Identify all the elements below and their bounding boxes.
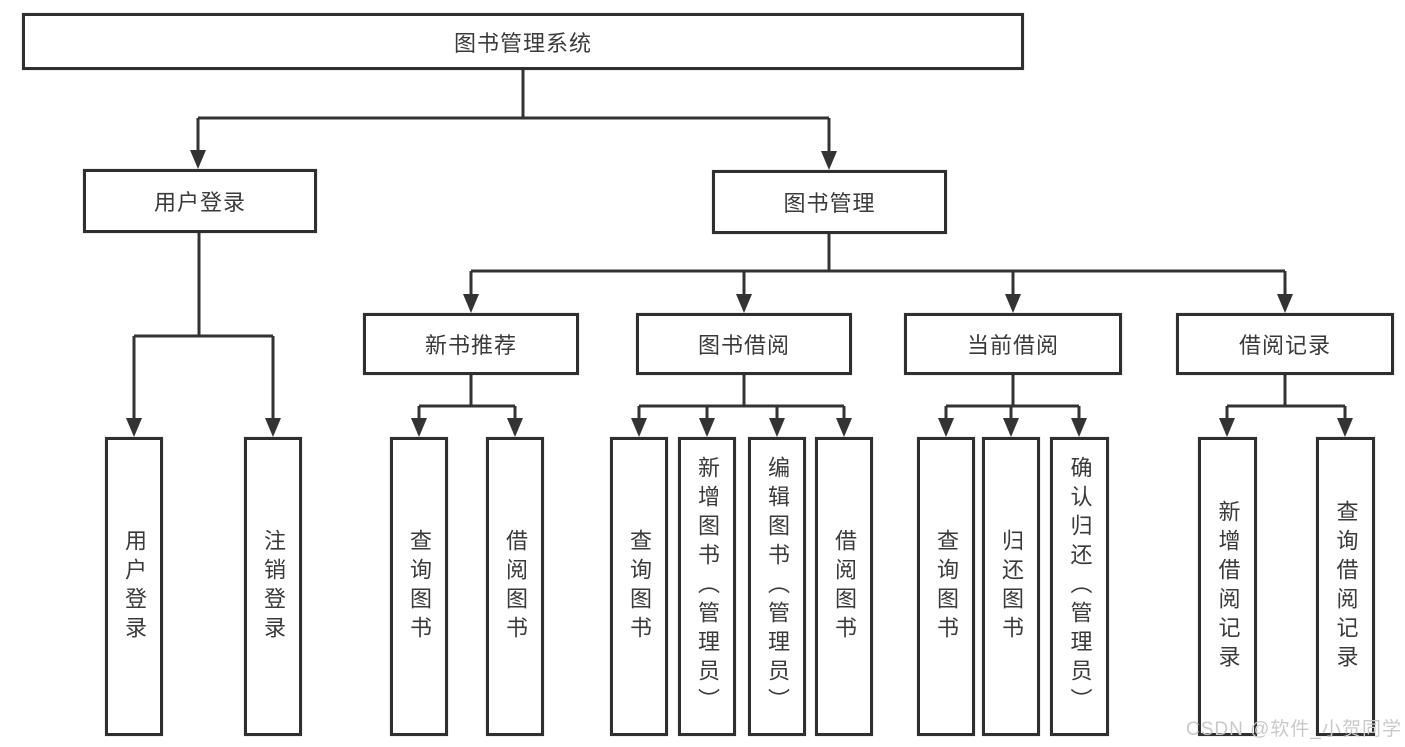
node-borrowing-records: 借阅记录 (1176, 313, 1394, 375)
arrow-down-icon (1071, 418, 1087, 437)
node-label: 查询图书 (934, 528, 959, 645)
branch-root-to-level2 (196, 70, 831, 153)
node-label: 编辑图书（管理员） (765, 456, 790, 717)
arrow-down-icon (190, 150, 206, 169)
arrow-down-icon (821, 151, 837, 170)
leaf-edit-books-admin: 编辑图书（管理员） (748, 437, 806, 736)
arrow-down-icon (507, 418, 523, 437)
node-label: 查询图书 (407, 528, 432, 645)
branch-book-mgmt-to-level3 (469, 234, 1287, 297)
node-label: 查询借阅记录 (1333, 499, 1359, 674)
branch-user-login-to-leaves (132, 233, 275, 421)
arrow-down-icon (1277, 294, 1293, 313)
node-label: 确认归还（管理员） (1067, 456, 1093, 717)
branch-borrow-rec-to-leaves (1225, 375, 1347, 421)
node-label: 新增图书（管理员） (695, 456, 720, 717)
node-label: 当前借阅 (966, 333, 1059, 358)
node-label: 图书借阅 (697, 333, 790, 358)
node-label: 用户登录 (122, 528, 147, 645)
node-label: 图书管理系统 (453, 30, 592, 56)
arrow-down-icon (699, 418, 715, 437)
arrow-down-icon (736, 294, 752, 313)
branch-book-borrow-to-leaves (637, 375, 846, 421)
node-label: 查询图书 (627, 528, 652, 645)
leaf-borrow-books-borrowing: 借阅图书 (815, 437, 873, 736)
arrow-down-icon (836, 418, 852, 437)
node-label: 新增借阅记录 (1215, 499, 1241, 674)
arrow-down-icon (463, 294, 479, 313)
node-book-management-branch: 图书管理 (712, 170, 947, 234)
arrow-down-icon (631, 418, 647, 437)
node-label: 借阅图书 (832, 528, 857, 645)
leaf-return-books: 归还图书 (982, 437, 1040, 736)
leaf-add-books-admin: 新增图书（管理员） (678, 437, 736, 736)
arrow-down-icon (411, 418, 427, 437)
arrow-down-icon (1005, 294, 1021, 313)
node-label: 借阅记录 (1238, 333, 1331, 358)
leaf-query-books-recommend: 查询图书 (390, 437, 448, 736)
branch-new-book-to-leaves (417, 375, 517, 421)
arrow-down-icon (1219, 418, 1235, 437)
arrow-down-icon (1003, 418, 1019, 437)
leaf-borrow-books-recommend: 借阅图书 (486, 437, 544, 736)
node-user-login-branch: 用户登录 (83, 169, 317, 233)
arrow-down-icon (1337, 418, 1353, 437)
arrow-down-icon (265, 418, 281, 437)
leaf-query-borrow-record: 查询借阅记录 (1316, 437, 1375, 736)
node-label: 新书推荐 (424, 333, 517, 358)
node-book-borrowing: 图书借阅 (636, 313, 852, 375)
branch-cur-borrow-to-leaves (944, 375, 1081, 421)
leaf-query-books-current: 查询图书 (917, 437, 975, 736)
node-label: 借阅图书 (503, 528, 528, 645)
node-label: 注销登录 (261, 528, 286, 645)
node-new-book-recommend: 新书推荐 (363, 313, 579, 375)
leaf-user-login: 用户登录 (105, 437, 163, 736)
leaf-add-borrow-record: 新增借阅记录 (1198, 437, 1257, 736)
node-label: 图书管理 (783, 191, 876, 216)
node-root-library-system: 图书管理系统 (22, 13, 1024, 70)
node-current-borrowing: 当前借阅 (904, 313, 1122, 375)
arrow-down-icon (126, 418, 142, 437)
leaf-confirm-return-admin: 确认归还（管理员） (1050, 437, 1109, 736)
node-label: 归还图书 (999, 528, 1024, 645)
node-label: 用户登录 (153, 190, 246, 215)
leaf-logout: 注销登录 (244, 437, 302, 736)
csdn-watermark: CSDN @软件_小贺同学 (1186, 719, 1402, 740)
tree-branch-lines (132, 70, 1347, 421)
arrow-down-icon (938, 418, 954, 437)
arrowheads (126, 150, 1353, 437)
leaf-query-books-borrowing: 查询图书 (610, 437, 668, 736)
arrow-down-icon (769, 418, 785, 437)
